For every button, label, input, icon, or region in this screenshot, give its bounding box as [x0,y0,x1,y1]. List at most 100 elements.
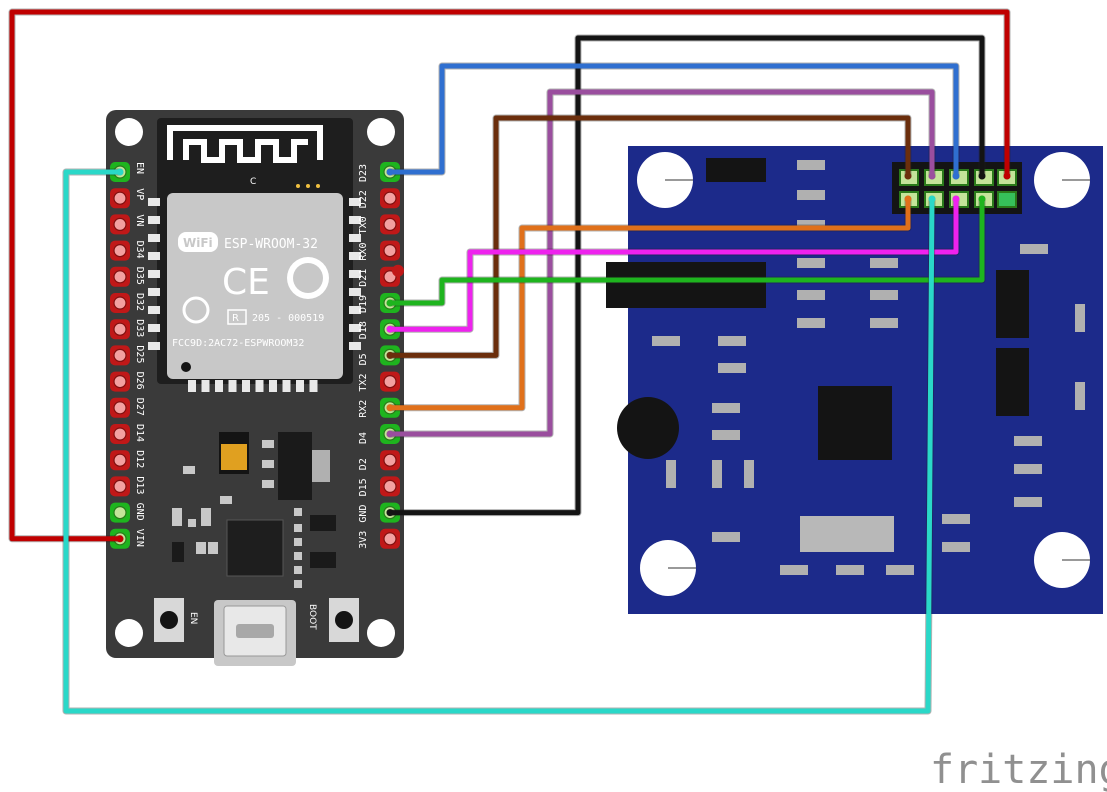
transistor-2 [310,552,336,568]
pin-left-d12[interactable] [110,450,130,471]
pin-label-left-d33: D33 [134,319,145,337]
ce-mark: CE [222,262,270,303]
wire-purple-endpoint [928,172,936,180]
right-pin-header: D23D22TX0RX0D21D19D18D5TX2RX2D4D2D15GND3… [358,162,404,549]
wire-red-endpoint [116,535,124,543]
pin-left-vn[interactable] [110,214,130,235]
sensor-connector-block [606,262,766,308]
boot-button[interactable] [329,598,359,642]
pin-label-right-d2: D2 [358,458,369,470]
sensor-board [606,146,1103,614]
pin1-dot [181,362,191,372]
pin-label-right-d15: D15 [358,478,369,496]
en-button-cap[interactable] [160,611,178,629]
usb-uart-chip [226,519,284,577]
module-castellations [148,198,361,392]
pin-left-d25[interactable] [110,345,130,366]
antenna-mark: C [250,177,256,187]
esp32-hole-bl [115,619,143,647]
pin-left-d34[interactable] [110,240,130,261]
wire-green[interactable] [387,196,985,306]
sensor-ic-top [706,158,766,182]
d21-marker [392,264,404,277]
wire-brown-endpoint [904,172,912,180]
pin-right-3v3[interactable] [380,528,400,549]
wire-cyan[interactable] [63,169,935,714]
fritzing-watermark: fritzing [930,747,1107,792]
en-button-label: EN [188,612,198,624]
pin-label-right-tx2: TX2 [358,374,369,392]
pin-right-rx0[interactable] [380,240,400,261]
pin-left-d32[interactable] [110,293,130,313]
wire-cyan-endpoint [116,168,124,176]
sensor-main-ic [818,386,892,460]
pin-label-left-vp: VP [134,188,145,200]
pin-label-right-3v3: 3V3 [358,531,369,549]
pin-label-left-d32: D32 [134,293,145,311]
esp32-hole-br [367,619,395,647]
pin-label-left-gnd: GND [134,503,145,521]
wire-cyan-endpoint [928,195,936,203]
wires [8,8,1011,715]
pin-label-right-d21: D21 [358,269,369,287]
wire-blue[interactable] [387,63,959,179]
ldo-regulator [278,432,312,500]
pin-left-d27[interactable] [110,397,130,418]
sensor-passives [652,160,1085,575]
wire-blue-endpoint [952,172,960,180]
en-button[interactable] [154,598,184,642]
wire-orange[interactable] [387,196,911,411]
pin-left-d14[interactable] [110,424,130,444]
pin-label-right-d4: D4 [358,432,369,444]
pin-right-d15[interactable] [380,476,400,497]
wire-green-endpoint [386,299,394,307]
header-bottom-5 [997,191,1017,208]
boot-button-cap[interactable] [335,611,353,629]
esp32-hole-tl [115,118,143,146]
wire-black-endpoint [386,509,394,517]
fcc-id: FCC9D:2AC72-ESPWROOM32 [172,338,304,349]
pin-right-tx2[interactable] [380,371,400,392]
wire-red[interactable] [9,9,1010,542]
wire-brown[interactable] [387,115,911,358]
sensor-crystal [800,516,894,552]
wire-purple[interactable] [387,89,935,437]
wire-magenta-endpoint [952,195,960,203]
pin-left-d13[interactable] [110,476,130,497]
pin-left-vp[interactable] [110,188,130,209]
wifi-badge: WiFi [183,236,213,250]
wire-red-endpoint [1003,172,1011,180]
micro-usb-port[interactable] [214,600,296,666]
pin-label-right-rx0: RX0 [358,243,369,261]
sensor-buzzer [617,397,679,459]
pin-label-left-d34: D34 [134,241,145,259]
pin-right-tx0[interactable] [380,214,400,235]
pin-label-right-d18: D18 [358,321,369,339]
pin-left-d35[interactable] [110,266,130,287]
wire-black[interactable] [387,35,985,516]
wire-orange-endpoint [386,404,394,412]
pin-left-gnd[interactable] [110,502,130,523]
pin-label-right-d23: D23 [358,164,369,182]
pin-label-left-d14: D14 [134,424,145,442]
esp32-passives [172,440,302,588]
pin-label-left-d25: D25 [134,345,145,363]
antenna-trace [167,125,323,163]
pin-right-d2[interactable] [380,450,400,471]
wire-orange-endpoint [904,195,912,203]
wire-purple-endpoint [386,430,394,438]
wire-magenta-endpoint [386,325,394,333]
esp32-board: C WiFi ESP-WROOM-32 CE R 205 - 000519 FC… [106,110,404,666]
wire-brown-endpoint [386,351,394,359]
pin-left-d26[interactable] [110,371,130,392]
sensor-ic-right-2 [996,348,1029,416]
wire-magenta[interactable] [387,196,959,332]
pin-label-right-rx2: RX2 [358,400,369,418]
pin-right-d22[interactable] [380,188,400,209]
pin-label-left-d26: D26 [134,372,145,390]
pin-left-d33[interactable] [110,319,130,340]
pin-label-left-en: EN [134,162,145,174]
pin-label-right-d22: D22 [358,190,369,208]
pin-label-left-d27: D27 [134,398,145,416]
